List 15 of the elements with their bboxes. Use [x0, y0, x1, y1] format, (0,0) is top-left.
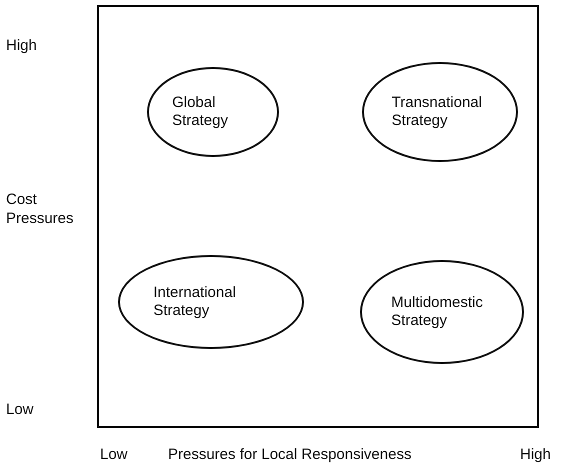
strategy-label: Multidomestic Strategy — [391, 294, 484, 330]
axis-title: Pressures for Local Responsiveness — [168, 445, 412, 464]
axis-tick-label: Low — [6, 400, 34, 419]
strategy-label: Global Strategy — [172, 94, 229, 130]
strategy-label: Transnational Strategy — [392, 94, 483, 130]
axis-title: Cost Pressures — [6, 190, 75, 228]
strategy-label: International Strategy — [153, 284, 237, 320]
strategy-ellipse — [362, 62, 518, 162]
matrix-frame — [97, 5, 539, 428]
strategy-ellipse — [360, 260, 524, 364]
strategy-ellipse — [118, 255, 304, 349]
strategy-ellipse — [147, 67, 279, 157]
axis-tick-label: High — [520, 445, 551, 464]
axis-tick-label: High — [6, 36, 37, 55]
axis-tick-label: Low — [100, 445, 128, 464]
